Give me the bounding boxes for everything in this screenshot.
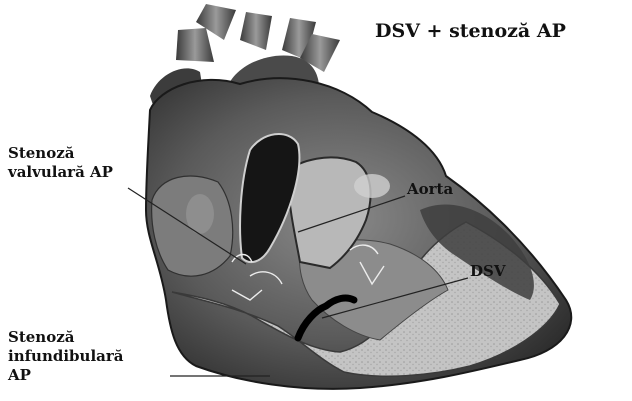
label-stenoza-valvulara: Stenoză valvulară AP	[8, 144, 113, 182]
label-stenoza-infundibulara: Stenoză infundibulară AP	[8, 328, 124, 384]
label-aorta: Aorta	[407, 180, 453, 199]
diagram-title: DSV + stenoză AP	[375, 20, 566, 44]
label-dsv: DSV	[470, 262, 505, 281]
